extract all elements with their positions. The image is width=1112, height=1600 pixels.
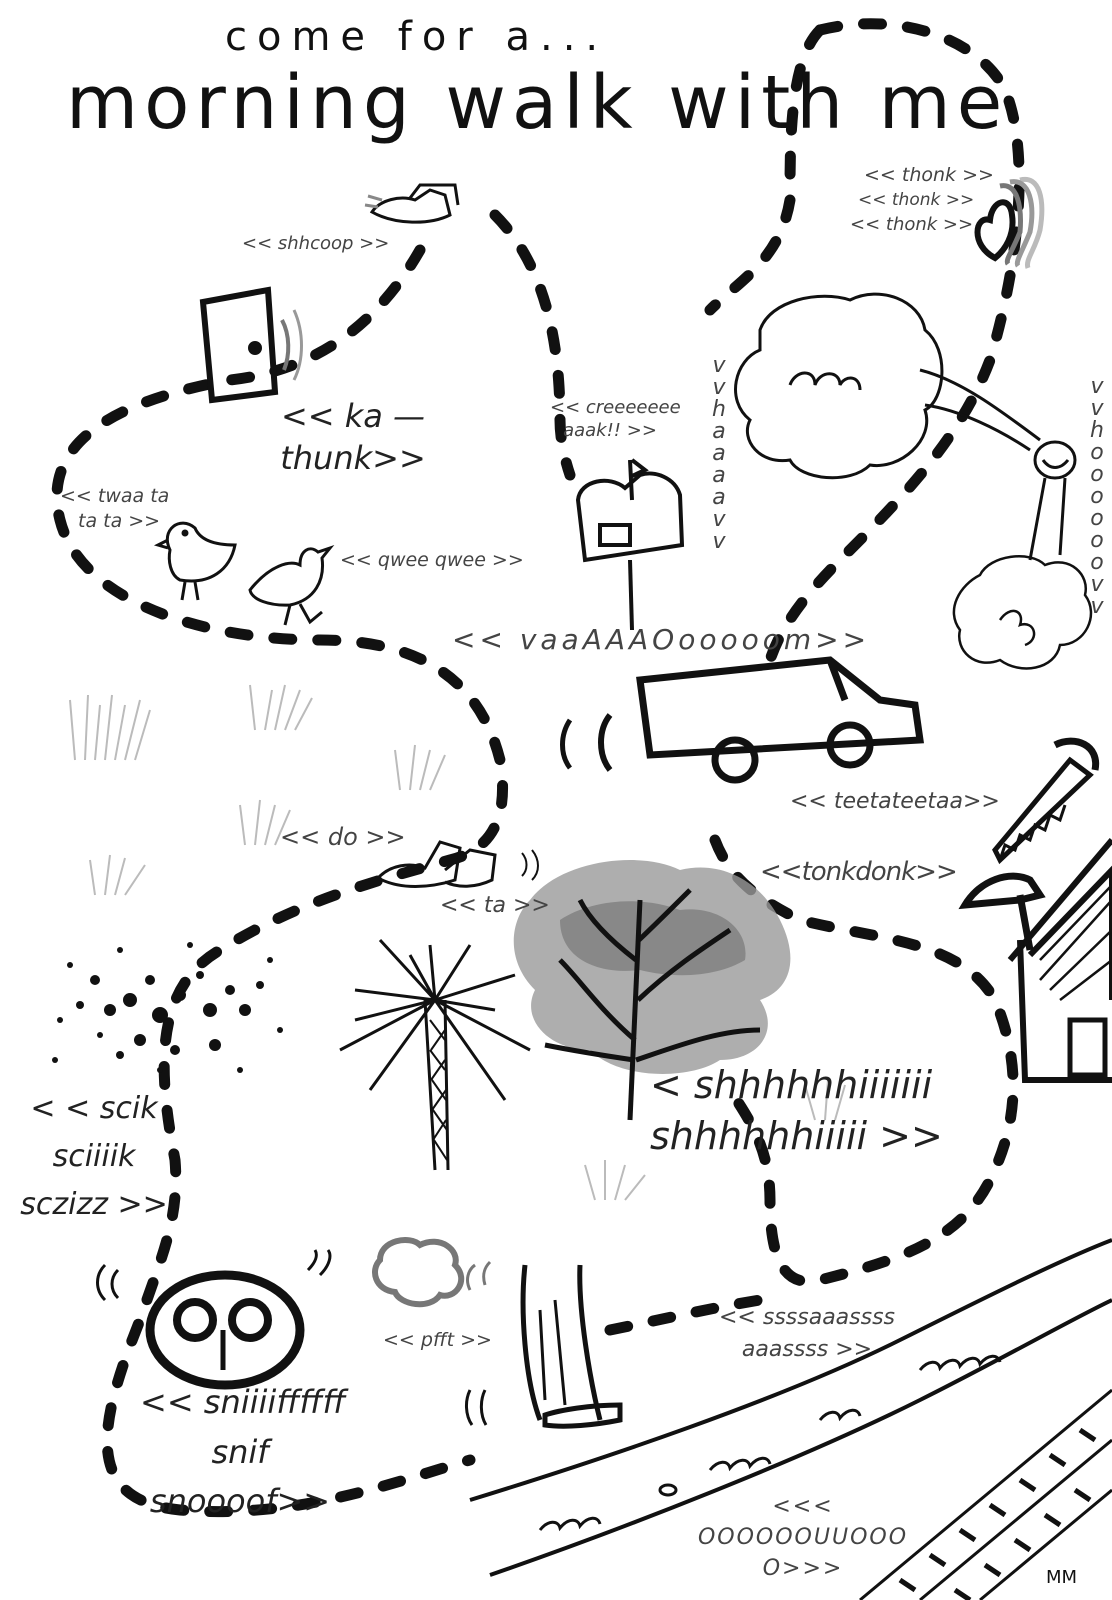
sound-sniff: << sniiiiffffff snif snoooof>> <box>140 1378 346 1527</box>
railway-icon <box>859 1388 1112 1600</box>
sound-saw: << teetateetaa>> <box>790 789 1000 814</box>
cloud-icon <box>734 292 1041 480</box>
sound-thonk-line-2: << thonk >> <box>858 189 975 210</box>
sound-bottom-line-2: OOOOOOUUOOO <box>697 1524 909 1550</box>
sprinkler-icon <box>52 942 283 1073</box>
sound-bottom: <<< OOOOOOUUOOO O>>> <box>688 1492 918 1584</box>
title-line-2: morning walk with me <box>66 60 1009 146</box>
house-icon <box>1007 838 1112 1083</box>
sound-tree-line-1: < shhhhhhiiiiiii <box>650 1063 933 1107</box>
legs-icon <box>465 1264 623 1429</box>
cloud-icon <box>372 1237 492 1308</box>
sound-tree-line-2: shhhhhhiiiii >> <box>650 1114 943 1159</box>
sound-sniff-line-2: snif <box>211 1432 269 1471</box>
sound-birds-left-line-2: ta ta >> <box>78 509 161 532</box>
nose-icon <box>96 1249 332 1390</box>
sound-pfft: << pfft >> <box>383 1329 492 1351</box>
van-icon <box>560 656 925 784</box>
sound-mailbox-line-1: << creeeeeee <box>550 397 681 418</box>
sound-river-line-2: aaassss >> <box>741 1336 873 1362</box>
sound-vhaaaa: vvhaaaavv <box>712 353 726 554</box>
sound-van: << vaaAAAOooooom>> <box>452 623 871 656</box>
sound-birds-left: << twaa ta ta ta >> <box>60 484 169 533</box>
sound-sniff-line-3: snoooof>> <box>149 1482 331 1521</box>
sound-do: << do >> <box>280 823 406 851</box>
sound-river: << ssssaaassss aaassss >> <box>712 1302 902 1366</box>
sound-thonk: << thonk >> << thonk >> << thonk >> <box>850 162 994 238</box>
river-icon <box>469 1238 1112 1577</box>
saw-icon <box>992 737 1100 865</box>
sound-sniff-line-1: << sniiiiffffff <box>140 1383 346 1421</box>
sound-bottom-line-3: O>>> <box>762 1555 844 1581</box>
shoe-icon <box>375 840 539 888</box>
tree-icon <box>513 860 791 1121</box>
sound-sprinkler-line-3: sczizz >> <box>20 1187 168 1222</box>
shoe-icon <box>364 183 460 224</box>
sound-sprinkler: < < scik sciiiik sczizz >> <box>14 1085 174 1229</box>
grass-icon <box>69 684 846 1201</box>
sound-bottom-line-1: <<< <box>772 1494 834 1519</box>
sound-birds-right: << qwee qwee >> <box>340 549 524 571</box>
mailbox-icon <box>575 458 685 631</box>
cloud-icon <box>952 555 1093 670</box>
sound-sprinkler-line-1: < < scik <box>30 1091 158 1126</box>
sound-tree: < shhhhhhiiiiiii shhhhhhiiiii >> <box>650 1060 943 1163</box>
heart-icon <box>974 176 1045 269</box>
sound-door: << ka — thunk>> <box>278 396 428 479</box>
sound-mailbox-line-2: aaak!! >> <box>563 420 657 442</box>
sound-mailbox: << creeeeeee aaak!! >> <box>550 396 681 443</box>
bird-icon <box>153 521 335 626</box>
sound-door-line-2: thunk>> <box>280 438 426 477</box>
sound-door-line-1: << ka — <box>280 397 426 435</box>
sound-vhoooo: vvhoooooovv <box>1090 374 1104 619</box>
palm-tree-icon <box>339 938 531 1171</box>
sound-hammer: <<tonkdonk>> <box>760 857 958 887</box>
signature: MM <box>1046 1567 1078 1588</box>
sound-sprinkler-line-2: sciiiik <box>52 1139 136 1174</box>
sound-birds-left-line-1: << twaa ta <box>60 485 170 507</box>
door-icon <box>199 286 303 404</box>
face-icon <box>1028 440 1077 561</box>
walking-path <box>51 18 1025 1518</box>
sound-thonk-line-3: << thonk >> <box>850 214 974 236</box>
sound-river-line-1: << ssssaaassss <box>719 1305 895 1330</box>
sound-thonk-line-1: << thonk >> <box>864 164 994 186</box>
sound-shoes-top: << shhcoop >> <box>242 233 390 254</box>
sound-ta: << ta >> <box>440 893 550 918</box>
title-line-1: come for a... <box>225 14 609 60</box>
